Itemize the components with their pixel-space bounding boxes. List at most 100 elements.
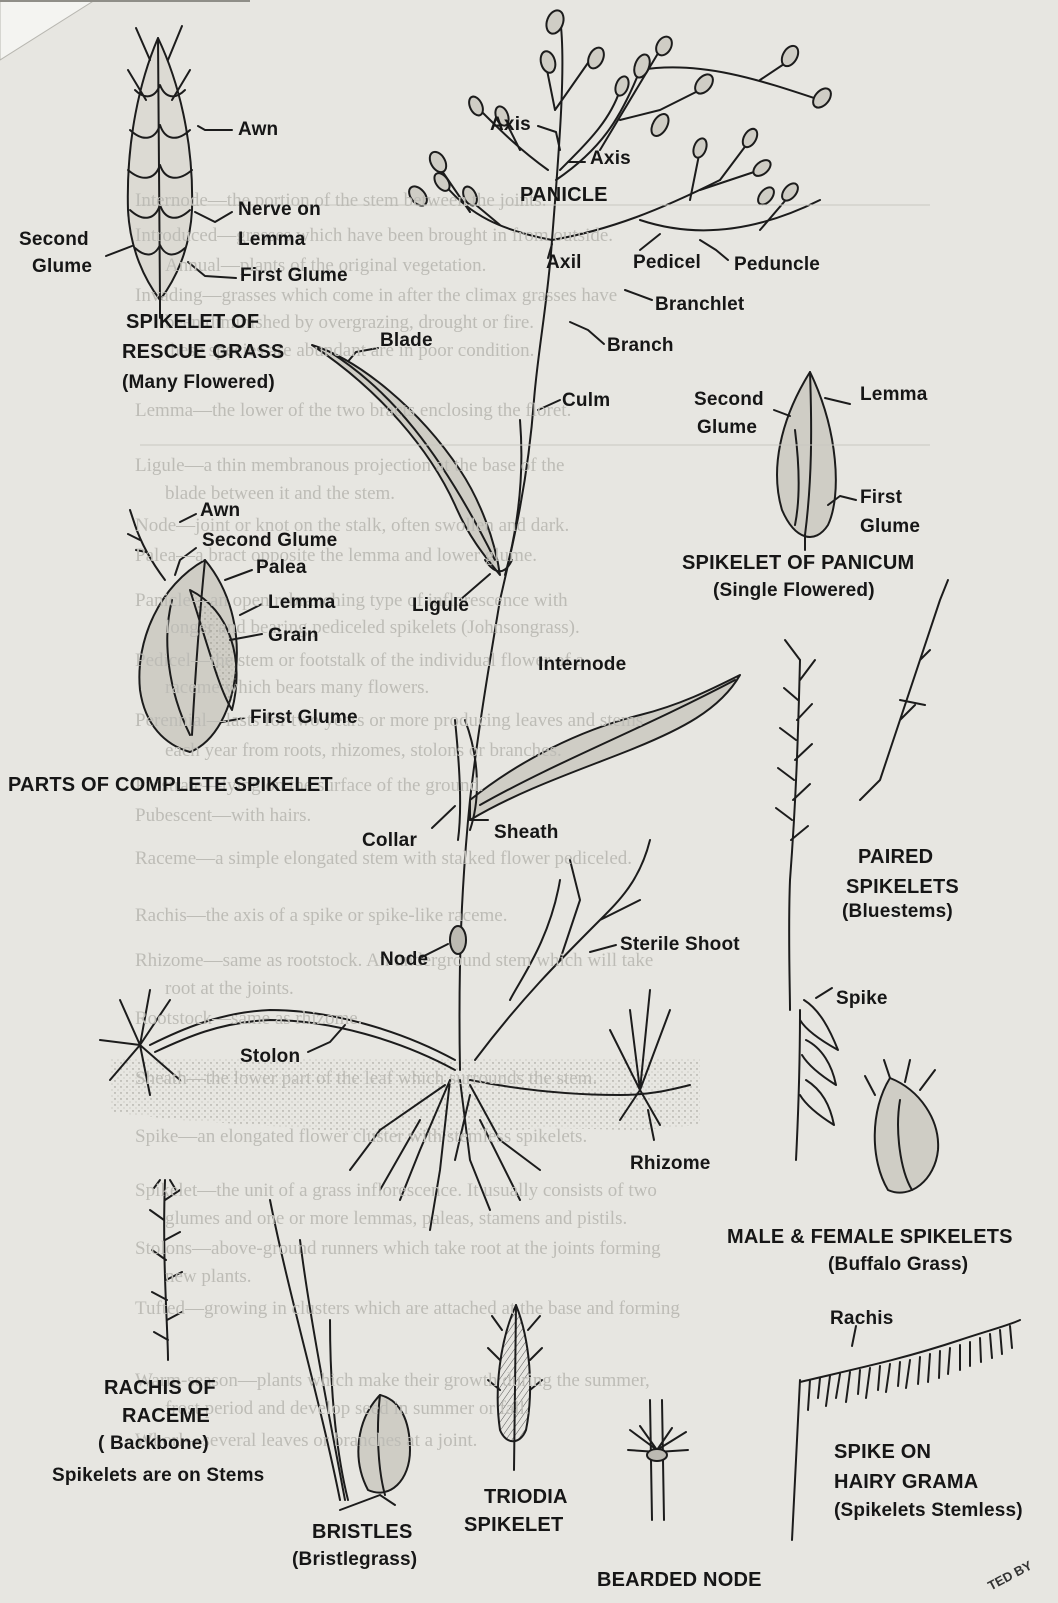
bleed-line: glumes and one or more lemmas, paleas, s… (165, 1208, 627, 1230)
title-complete-spikelet: PARTS OF COMPLETE SPIKELET (8, 774, 333, 797)
label-axis: Axis (490, 114, 531, 136)
bleed-line: Internode—the portion of the stem betwee… (135, 190, 547, 212)
leader-second-glume-rescue (106, 246, 132, 256)
bleed-line: root at the joints. (165, 978, 294, 1000)
label-rhizome: Rhizome (630, 1153, 711, 1175)
bleed-line: Spikelet—the unit of a grass inflorescen… (135, 1180, 657, 1202)
title-rescue-spikelet: SPIKELET OF (126, 311, 259, 334)
title-panicum-spikelet: SPIKELET OF PANICUM (682, 552, 914, 575)
label-stolon: Stolon (240, 1046, 300, 1068)
label-first-glume-panicum: First (860, 487, 902, 509)
subtitle-rachis-of-raceme: ( Backbone) (98, 1433, 209, 1455)
leader-spike (816, 988, 832, 998)
leader-branchlet (625, 290, 652, 300)
label-blade: Blade (380, 330, 433, 352)
paired-spikelets (776, 580, 948, 1010)
leader-collar (432, 806, 455, 828)
label-axil: Axil (546, 252, 582, 274)
bleed-line: new plants. (165, 1266, 252, 1288)
bleed-line: Rachis—the axis of a spike or spike-like… (135, 905, 508, 927)
label-palea: Palea (256, 557, 307, 579)
label-node: Node (380, 949, 428, 971)
title-rachis-of-raceme: RACHIS OF (104, 1377, 216, 1400)
label-nerve-on: Nerve on (238, 199, 321, 221)
subtitle-rescue-spikelet: (Many Flowered) (122, 372, 275, 394)
label-ligule: Ligule (412, 595, 469, 617)
bleed-line: Stolons—above-ground runners which take … (135, 1238, 661, 1260)
label-lemma-panicum: Lemma (860, 384, 928, 406)
subtitle-bristles: (Bristlegrass) (292, 1549, 417, 1571)
label-first-glume-complete: First Glume (250, 707, 358, 729)
leader-branch (570, 322, 604, 344)
label-first-glume-panicum: Glume (860, 516, 920, 538)
bleed-line: Spike—an elongated flower cluster with s… (135, 1126, 587, 1148)
label-second-glume-rescue: Second (19, 229, 89, 251)
leader-axis-1 (538, 126, 560, 150)
title-hairy-grama: SPIKE ON (834, 1441, 931, 1464)
title-male-female-spikelets: MALE & FEMALE SPIKELETS (727, 1226, 1013, 1249)
label-culm: Culm (562, 390, 610, 412)
label-lemma-rescue: Lemma (238, 229, 306, 251)
label-axis: Axis (590, 148, 631, 170)
label-rachis: Rachis (830, 1308, 894, 1330)
label-grain: Grain (268, 625, 319, 647)
page-corner-fold (0, 0, 250, 60)
label-panicle: PANICLE (520, 184, 608, 207)
title-hairy-grama: HAIRY GRAMA (834, 1471, 978, 1494)
label-peduncle: Peduncle (734, 254, 820, 276)
leader-peduncle (700, 240, 728, 260)
label-sterile-shoot: Sterile Shoot (620, 934, 740, 956)
title-paired-spikelets: SPIKELETS (846, 876, 959, 899)
bleed-line: Sheath—the lower part of the leaf which … (135, 1068, 597, 1090)
bleed-line: Ligule—a thin membranous projection at t… (135, 455, 565, 477)
label-pedicel: Pedicel (633, 252, 701, 274)
label-second-glume-rescue: Glume (32, 256, 92, 278)
leader-palea (225, 570, 252, 580)
label-spike: Spike (836, 988, 888, 1010)
label-lemma-complete: Lemma (268, 592, 336, 614)
bleed-line: each year from roots, rhizomes, stolons … (165, 740, 562, 762)
label-awn-rescue: Awn (238, 119, 278, 141)
bleed-line: Tufted—growing in clusters which are att… (135, 1298, 680, 1320)
label-second-glume-panicum: Glume (697, 417, 757, 439)
title-rachis-of-raceme: RACEME (122, 1405, 210, 1428)
bleed-line: Lemma—the lower of the two bracts enclos… (135, 400, 571, 422)
bleed-line: Perennial—lasts for two years or more pr… (135, 710, 643, 732)
leader-lemma-panicum (825, 398, 850, 404)
label-sheath: Sheath (494, 822, 559, 844)
subtitle-paired-spikelets: (Bluestems) (842, 901, 953, 923)
label-internode: Internode (538, 654, 626, 676)
bleed-line: raceme which bears many flowers. (165, 677, 429, 699)
title-bristles: BRISTLES (312, 1521, 413, 1544)
label-second-glume-complete: Second Glume (202, 530, 337, 552)
title-rescue-spikelet: RESCUE GRASS (122, 341, 284, 364)
title-triodia-spikelet: SPIKELET (464, 1514, 563, 1537)
bleed-line: longer and bearing pediceled spikelets (… (165, 617, 580, 639)
bleed-line: Rootstock—same as rhizome. (135, 1008, 362, 1030)
label-awn-complete: Awn (200, 500, 240, 522)
bearded-node (628, 1400, 688, 1520)
bleed-line: Pubescent—with hairs. (135, 805, 311, 827)
bleed-line: frost period and develop seed in summer … (165, 1398, 530, 1420)
subtitle-hairy-grama: (Spikelets Stemless) (834, 1500, 1023, 1522)
leader-awn-rescue (198, 126, 232, 130)
bleed-line: Panicle—an open rebranching type of infl… (135, 590, 568, 612)
bleed-line: Invading—grasses which come in after the… (135, 285, 617, 307)
subtitle-male-female-spikelets: (Buffalo Grass) (828, 1254, 968, 1276)
label-collar: Collar (362, 830, 417, 852)
title-bearded-node: BEARDED NODE (597, 1569, 762, 1592)
label-branchlet: Branchlet (655, 294, 744, 316)
label-first-glume-rescue: First Glume (240, 265, 348, 287)
note-rachis-of-raceme: Spikelets are on Stems (52, 1465, 264, 1487)
label-branch: Branch (607, 335, 674, 357)
leader-nerve-rescue (195, 212, 232, 222)
bleed-line: Pedicel—the stem or footstalk of the ind… (135, 650, 584, 672)
title-triodia-spikelet: TRIODIA (484, 1486, 568, 1509)
buffalo-grass-spikelets (796, 1000, 938, 1193)
leader-pedicel (640, 234, 660, 250)
bleed-line: Introduced—grasses which have been broug… (135, 225, 613, 247)
label-second-glume-panicum: Second (694, 389, 764, 411)
subtitle-panicum-spikelet: (Single Flowered) (713, 580, 875, 602)
leader-second-glume-panicum (774, 410, 790, 416)
title-paired-spikelets: PAIRED (858, 846, 933, 869)
